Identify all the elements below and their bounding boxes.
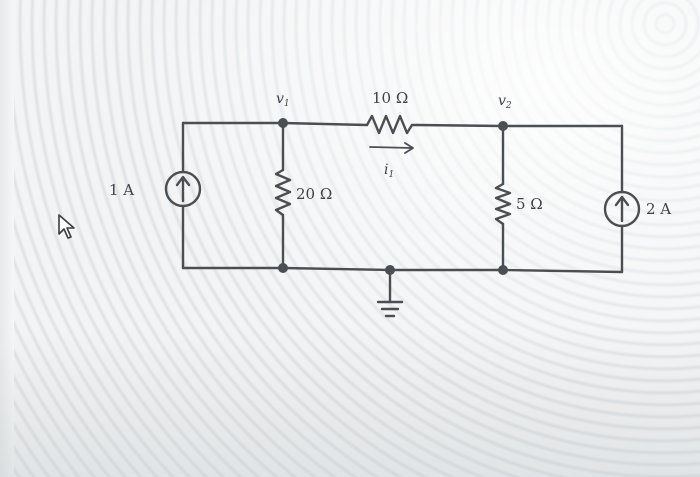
current-source-right: [603, 190, 641, 228]
current-source-right-arrow: [614, 195, 630, 223]
node-v2: [498, 121, 508, 131]
node-bottom-left: [278, 263, 288, 273]
current-arrow-i1: [369, 142, 414, 154]
top-wire-left: [181, 121, 369, 127]
label-5-ohm: 5 Ω: [516, 195, 543, 213]
resistor-5-ohm: [494, 182, 512, 226]
label-10-ohm: 10 Ω: [372, 89, 408, 107]
current-source-left-arrow: [175, 175, 191, 203]
node-ground: [385, 265, 395, 275]
top-wire-right: [415, 123, 624, 128]
mouse-pointer-icon: [58, 214, 75, 239]
shadow: [0, 327, 700, 477]
node-bottom-right: [498, 265, 508, 275]
label-i1: i1: [384, 162, 394, 180]
resistor-10-ohm: [365, 114, 419, 135]
ground-symbol: [376, 268, 404, 318]
label-v1: v1: [276, 91, 290, 109]
node-v1: [278, 118, 288, 128]
current-source-left: [164, 170, 202, 208]
bottom-wire: [181, 266, 624, 274]
label-v2: v2: [498, 93, 512, 111]
page-edge: [0, 0, 14, 477]
label-20-ohm: 20 Ω: [296, 185, 332, 203]
label-1a: 1 A: [109, 181, 134, 199]
resistor-20-ohm: [274, 168, 292, 217]
label-2a: 2 A: [646, 200, 671, 218]
